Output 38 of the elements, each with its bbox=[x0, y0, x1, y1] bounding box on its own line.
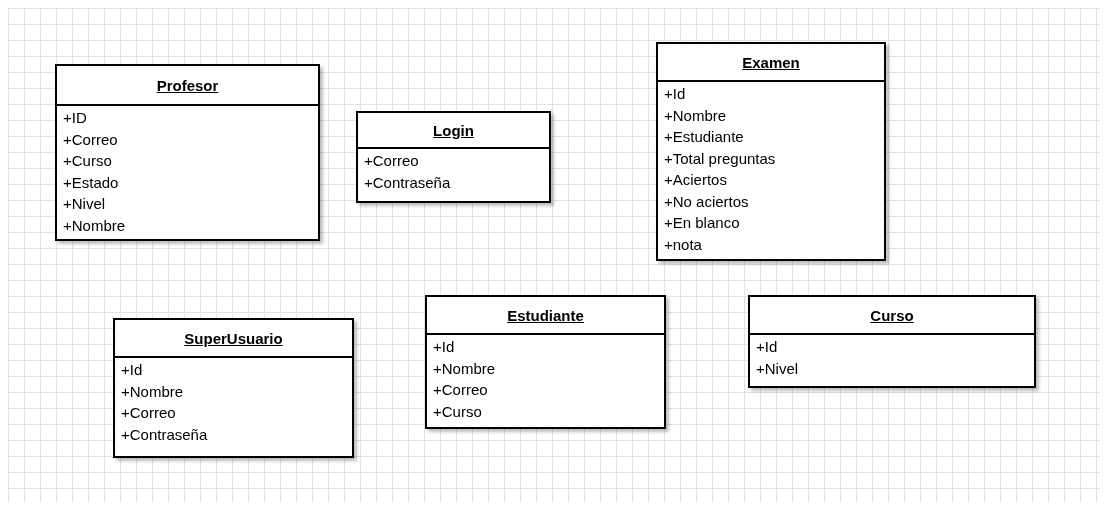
attribute-text: +Correo bbox=[121, 403, 176, 423]
class-name: Estudiante bbox=[507, 306, 584, 324]
attribute-text: +Curso bbox=[433, 401, 482, 422]
attribute-text: +Estado bbox=[63, 172, 119, 193]
attribute-text: +Nivel bbox=[756, 358, 799, 379]
attribute-text: +Aciertos bbox=[664, 170, 727, 190]
attribute-text: +Nombre bbox=[433, 358, 496, 379]
attribute-text: +Id bbox=[664, 84, 686, 104]
attribute-text: +Contraseña bbox=[121, 424, 208, 445]
class-box bbox=[425, 295, 666, 429]
attribute-text: +Id bbox=[121, 360, 143, 380]
attribute-text: +Correo bbox=[63, 129, 118, 150]
class-box bbox=[356, 111, 551, 203]
attribute-text: +Estudiante bbox=[664, 127, 744, 147]
class-box bbox=[748, 295, 1036, 388]
attribute-text: +Total preguntas bbox=[664, 148, 776, 169]
attribute-text: +Correo bbox=[433, 380, 488, 400]
attribute-text: +Nombre bbox=[664, 105, 727, 126]
attribute-text: +No aciertos bbox=[664, 191, 749, 212]
class-name: Examen bbox=[742, 53, 800, 71]
class-name: SuperUsuario bbox=[184, 329, 283, 347]
class-box bbox=[113, 318, 354, 458]
class-box bbox=[656, 42, 886, 261]
attribute-text: +En blanco bbox=[664, 213, 740, 233]
class-box bbox=[55, 64, 320, 241]
class-name: Profesor bbox=[156, 76, 219, 94]
attribute-text: +Nombre bbox=[63, 215, 126, 236]
class-name: Curso bbox=[870, 306, 914, 324]
attribute-text: +Id bbox=[433, 337, 455, 357]
attribute-text: +ID bbox=[63, 108, 87, 128]
attribute-text: +Contraseña bbox=[364, 172, 451, 193]
attribute-text: +nota bbox=[664, 234, 702, 255]
attribute-text: +Id bbox=[756, 337, 778, 357]
class-name: Login bbox=[433, 121, 474, 139]
attribute-text: +Nombre bbox=[121, 381, 184, 402]
attribute-text: +Nivel bbox=[63, 194, 106, 214]
attribute-text: +Correo bbox=[364, 151, 419, 171]
attribute-text: +Curso bbox=[63, 151, 112, 171]
